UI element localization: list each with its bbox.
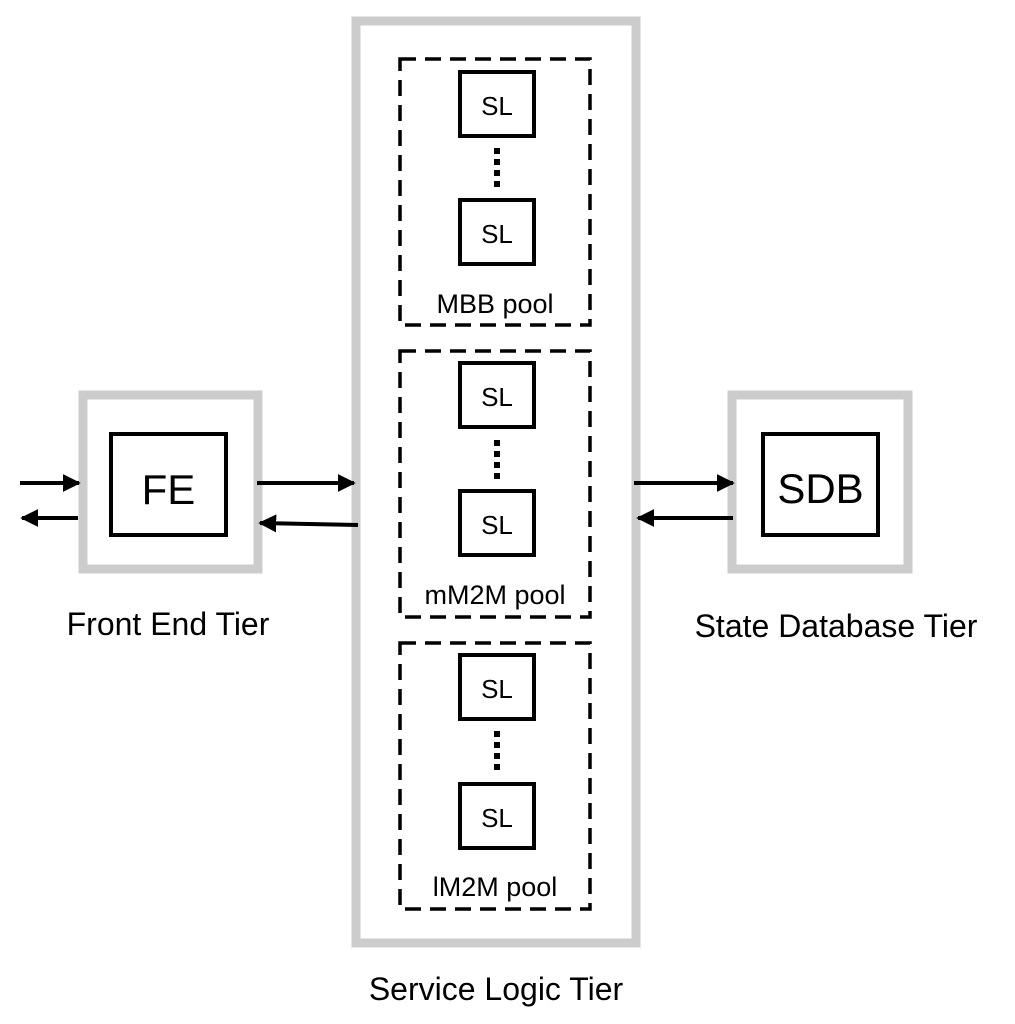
lm2m-sl-label-top: SL: [481, 674, 513, 704]
connection-arrows: [20, 474, 735, 533]
mbb-pool: SL SL MBB pool: [398, 57, 592, 327]
lm2m-sl-box-top: [458, 653, 536, 721]
sdb-box: [761, 432, 880, 537]
mm2m-sl-label-top: SL: [481, 382, 513, 412]
mm2m-sl-box-top: [458, 361, 536, 429]
mbb-pool-label: MBB pool: [436, 289, 553, 319]
mbb-pool-frame: [398, 57, 592, 327]
service-logic-tier: SL SL MBB pool SL SL mM2M pool SL SL lM2…: [351, 16, 641, 1007]
lm2m-sl-box-bottom: [458, 782, 536, 850]
front-end-tier: FE Front End Tier: [67, 390, 270, 642]
mm2m-sl-box-bottom: [458, 489, 536, 557]
lm2m-pool: SL SL lM2M pool: [398, 641, 592, 911]
lm2m-pool-label: lM2M pool: [433, 872, 558, 902]
mbb-sl-box-top: [458, 70, 536, 138]
mm2m-pool-frame: [398, 349, 592, 619]
fe-box: [109, 432, 228, 537]
lm2m-sl-label-bottom: SL: [481, 803, 513, 833]
fe-box-label: FE: [142, 466, 196, 513]
state-database-tier-label: State Database Tier: [695, 608, 978, 644]
mbb-sl-label-top: SL: [481, 91, 513, 121]
lm2m-pool-frame: [398, 641, 592, 911]
mm2m-pool-label: mM2M pool: [424, 580, 565, 610]
mm2m-sl-label-bottom: SL: [481, 510, 513, 540]
service-logic-tier-label: Service Logic Tier: [369, 971, 624, 1007]
mbb-sl-label-bottom: SL: [481, 219, 513, 249]
mm2m-pool: SL SL mM2M pool: [398, 349, 592, 619]
front-end-tier-label: Front End Tier: [67, 606, 270, 642]
mbb-sl-box-bottom: [458, 198, 536, 266]
sl-to-fe-arrow: [258, 514, 359, 533]
state-database-tier: SDB State Database Tier: [695, 390, 978, 644]
sdb-box-label: SDB: [777, 465, 863, 512]
